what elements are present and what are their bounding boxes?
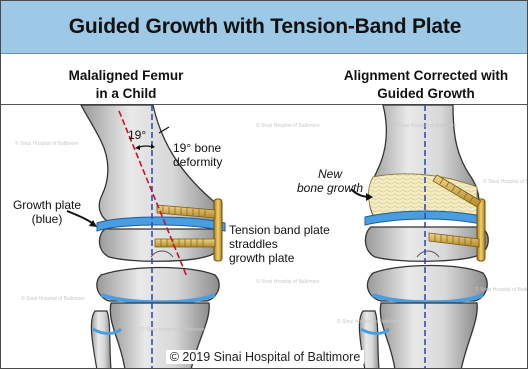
watermark: © Sinai Hospital of Baltimore <box>15 141 79 147</box>
angle-label: 19° <box>128 128 146 142</box>
watermark: © Sinai Hospital of Baltimore <box>393 123 457 129</box>
tension-plate-label: Tension band plate straddles growth plat… <box>229 209 330 265</box>
watermark: © Sinai Hospital of Baltimore <box>256 279 320 285</box>
watermark: © Sinai Hospital of Baltimore <box>141 327 205 333</box>
watermark: © Sinai Hospital of Baltimore <box>475 287 528 293</box>
new-bone-label: New bone growth <box>295 153 365 195</box>
deformity-label: 19° bone deformity <box>173 127 222 169</box>
watermark: © Sinai Hospital of Baltimore <box>337 319 401 325</box>
watermark: © Sinai Hospital of Baltimore <box>483 179 528 185</box>
growth-plate-label: Growth plate (blue) <box>7 184 87 226</box>
left-lower-screw <box>155 239 215 247</box>
copyright-notice: © 2019 Sinai Hospital of Baltimore <box>1 350 528 364</box>
watermark: © Sinai Hospital of Baltimore <box>21 296 85 302</box>
watermark: © Sinai Hospital of Baltimore <box>256 123 320 129</box>
